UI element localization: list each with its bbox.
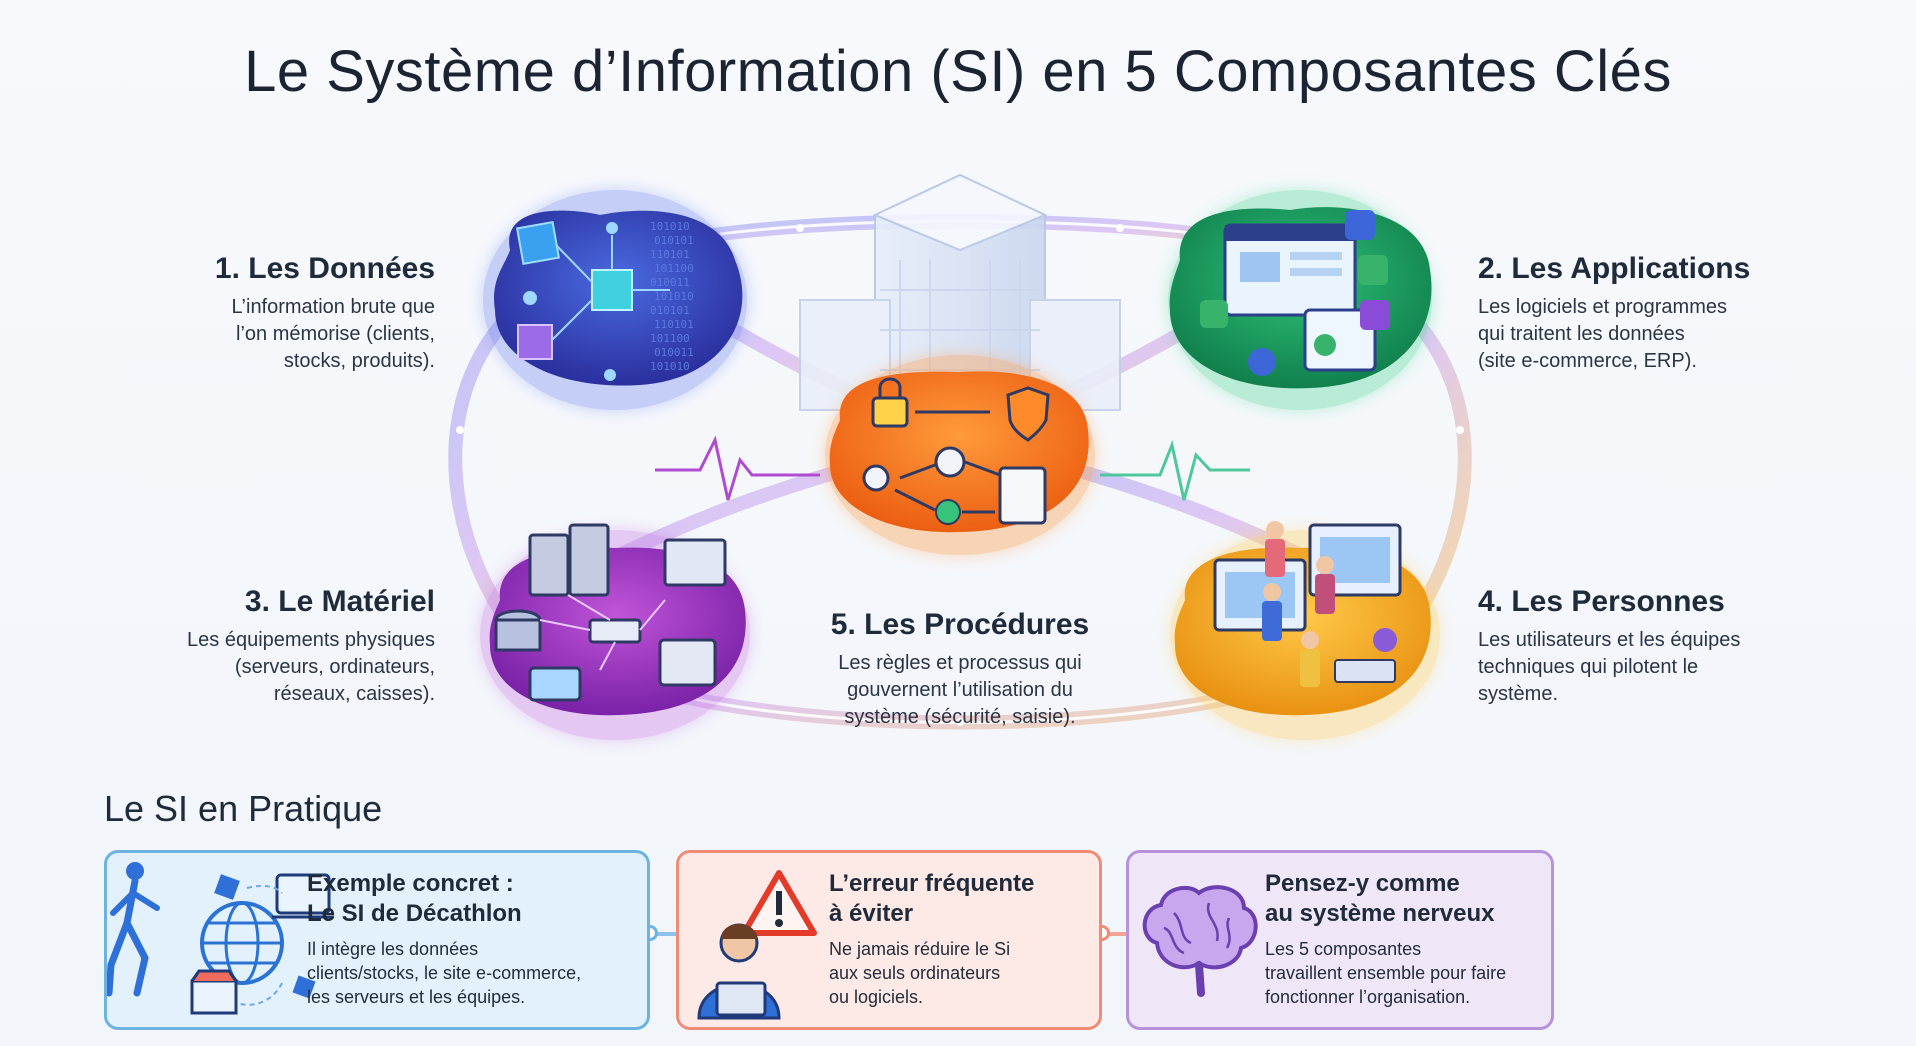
binary-line: 010101 <box>654 234 694 247</box>
component-materiel-desc-1: Les équipements physiques <box>187 629 435 651</box>
component-procedures-desc-1: Les règles et processus qui <box>838 652 1082 674</box>
practice-card-decathlon: Exemple concret : Le SI de Décathlon Il … <box>104 850 650 1030</box>
component-applications-title: 2. Les Applications <box>1478 252 1751 285</box>
card-decathlon-line-1: Il intègre les données <box>307 939 479 959</box>
hardware-icon <box>494 523 727 702</box>
binary-line: 110101 <box>654 318 694 331</box>
component-applications-desc-3: (site e-commerce, ERP). <box>1478 350 1697 372</box>
heartbeat-left <box>655 435 820 501</box>
card-erreur-line-2: aux seuls ordinateurs <box>829 963 1001 983</box>
brain-icon <box>1142 885 1258 997</box>
card-nerveux-title-1: Pensez-y comme <box>1265 870 1460 897</box>
page-title: Le Système d’Information (SI) en 5 Compo… <box>244 39 1672 104</box>
component-materiel: 3. Le Matériel Les équipements physiques… <box>120 585 435 708</box>
component-materiel-desc-3: réseaux, caisses). <box>273 683 435 705</box>
component-procedures-node <box>825 355 1095 555</box>
card-erreur-line-3: ou logiciels. <box>829 987 924 1007</box>
binary-line: 101100 <box>650 332 690 345</box>
component-applications: 2. Les Applications Les logiciels et pro… <box>1478 252 1808 375</box>
binary-line: 101100 <box>654 262 694 275</box>
component-materiel-node <box>480 523 750 740</box>
card-erreur-line-1: Ne jamais réduire le Si <box>829 939 1011 959</box>
card-decathlon-line-2: clients/stocks, le site e-commerce, <box>307 963 582 983</box>
practice-card-erreur: L’erreur fréquente à éviter Ne jamais ré… <box>676 850 1102 1030</box>
component-donnees-desc-3: stocks, produits). <box>283 350 435 372</box>
component-personnes-title: 4. Les Personnes <box>1478 585 1725 618</box>
practice-card-nerveux: Pensez-y comme au système nerveux Les 5 … <box>1126 850 1554 1030</box>
binary-line: 110101 <box>650 248 690 261</box>
warning-person-icon <box>697 870 817 1020</box>
app-windows-icon <box>1200 210 1390 376</box>
component-procedures-desc-2: gouvernent l’utilisation du <box>847 679 1073 701</box>
connector-line-2 <box>1102 932 1126 936</box>
component-donnees-desc-2: l’on mémorise (clients, <box>236 323 435 345</box>
binary-line: 010011 <box>650 276 690 289</box>
card-decathlon-title-2: Le SI de Décathlon <box>307 900 522 927</box>
card-decathlon-line-3: les serveurs et les équipes. <box>307 987 526 1007</box>
card-nerveux-title-2: au système nerveux <box>1265 900 1495 927</box>
card-nerveux-line-1: Les 5 composantes <box>1265 939 1422 959</box>
card-nerveux-line-3: fonctionner l’organisation. <box>1265 987 1471 1007</box>
component-procedures-desc-3: système (sécurité, saisie). <box>844 706 1076 728</box>
binary-stream: 1010100101011101011011000100111010100101… <box>650 220 694 373</box>
component-donnees-desc-1: L’information brute que <box>231 296 435 318</box>
component-procedures-title: 5. Les Procédures <box>830 608 1090 641</box>
component-personnes-desc-2: techniques qui pilotent le <box>1478 656 1699 678</box>
component-procedures: 5. Les Procédures Les règles et processu… <box>800 608 1120 731</box>
binary-line: 010011 <box>654 346 694 359</box>
component-materiel-desc-2: (serveurs, ordinateurs, <box>234 656 435 678</box>
component-personnes-desc-3: système. <box>1478 683 1559 705</box>
component-donnees: 1. Les Données L’information brute que l… <box>150 252 435 375</box>
card-erreur-title-1: L’erreur fréquente <box>829 870 1035 897</box>
connector-line-1 <box>650 932 676 936</box>
data-cubes-icon <box>515 220 670 381</box>
binary-line: 010101 <box>650 304 690 317</box>
runner-globe-icon <box>107 862 334 1015</box>
component-applications-desc-2: qui traitent les données <box>1478 323 1685 345</box>
component-personnes-node <box>1170 521 1440 740</box>
binary-line: 101010 <box>650 360 690 373</box>
practice-section-title: Le SI en Pratique <box>104 788 383 829</box>
component-applications-node <box>1168 190 1432 410</box>
binary-line: 101010 <box>650 220 690 233</box>
card-erreur-title-2: à éviter <box>829 900 914 927</box>
heartbeat-right <box>1100 439 1250 501</box>
component-materiel-title: 3. Le Matériel <box>244 585 435 618</box>
component-personnes-desc-1: Les utilisateurs et les équipes <box>1478 629 1741 651</box>
people-team-icon <box>1213 521 1402 687</box>
binary-line: 101010 <box>654 290 694 303</box>
component-personnes: 4. Les Personnes Les utilisateurs et les… <box>1478 585 1818 708</box>
card-nerveux-line-2: travaillent ensemble pour faire <box>1265 963 1507 983</box>
component-donnees-title: 1. Les Données <box>214 252 435 285</box>
component-donnees-node <box>483 190 747 410</box>
card-decathlon-title-1: Exemple concret : <box>307 870 514 897</box>
procedure-flow-icon <box>862 377 1050 525</box>
component-applications-desc-1: Les logiciels et programmes <box>1478 296 1727 318</box>
